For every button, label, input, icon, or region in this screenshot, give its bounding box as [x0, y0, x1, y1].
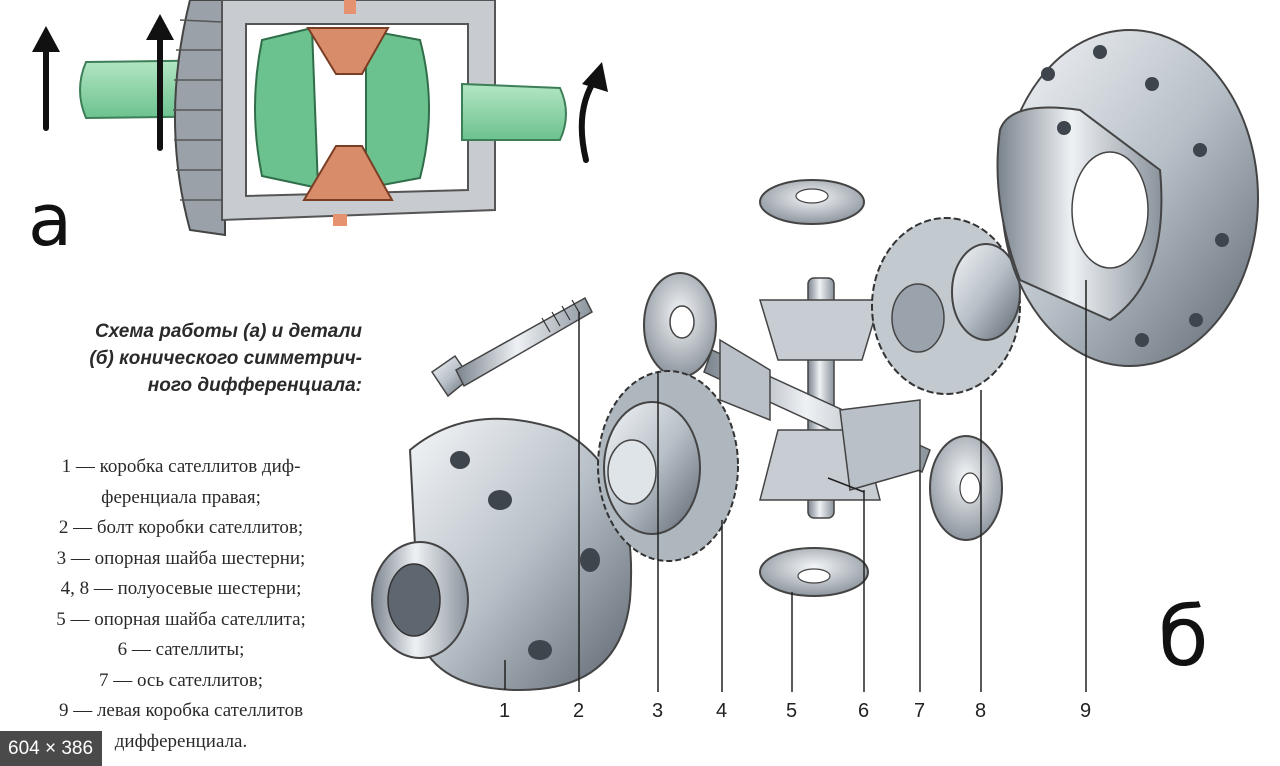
legend-line: 6 — сателлиты;: [117, 639, 245, 660]
part-4-side-gear: [597, 370, 739, 562]
label-a: а: [28, 178, 73, 262]
part-number-1: 1: [499, 700, 511, 722]
top-pinion: [306, 27, 390, 75]
legend-line: 9 — левая коробка сателлитов: [58, 700, 304, 721]
part-number-5: 5: [786, 700, 798, 722]
part-number-4: 4: [716, 700, 728, 722]
legend-line: 1 — коробка сателлитов диф-: [61, 456, 301, 477]
caption: Схема работы (а) и детали (б) коническог…: [0, 318, 362, 399]
legend-line: 3 — опорная шайба шестерни;: [56, 547, 306, 569]
legend-line: 7 — ось сателлитов;: [98, 669, 264, 691]
legend-line: дифференциала.: [114, 730, 248, 752]
right-axle-shaft: [461, 82, 567, 141]
caption-line: ного дифференциала:: [147, 375, 362, 396]
label-b: б: [1158, 590, 1209, 685]
legend-line: 5 — опорная шайба сателлита;: [56, 608, 306, 630]
exploded-parts-b: [371, 29, 1259, 692]
scheme-a: [32, 0, 608, 237]
caption-line: (б) конического симметрич-: [89, 348, 362, 369]
part-number-7: 7: [914, 700, 926, 722]
left-side-gear: [254, 26, 320, 190]
part-number-8: 8: [975, 700, 987, 722]
part-6-7-pinions-axle: [703, 277, 931, 519]
part-1-right-carrier: [371, 417, 633, 692]
part-9-left-carrier: [996, 29, 1259, 367]
legend-line: 4, 8 — полуосевые шестерни;: [60, 578, 302, 599]
part-8-side-gear: [871, 217, 1021, 395]
leader-lines: [504, 280, 1087, 692]
part-2-bolt: [430, 296, 593, 398]
legend-line: 2 — болт коробки сателлитов;: [58, 517, 304, 538]
part-number-6: 6: [858, 700, 870, 722]
part-3-gear-washer: [643, 272, 717, 378]
caption-line: Схема работы (а) и детали: [94, 321, 362, 342]
carrier-frame: [221, 0, 496, 222]
right-side-gear: [365, 28, 430, 190]
part-number-9: 9: [1080, 700, 1092, 722]
parts-legend: 1 — коробка сателлитов диф- ференциала п…: [0, 452, 362, 757]
image-size-badge: 604 × 386: [0, 731, 102, 766]
ring-gear: [174, 0, 226, 237]
bottom-pinion: [302, 145, 394, 201]
part-number-2: 2: [573, 700, 585, 722]
part-5-pinion-washers: [759, 179, 1003, 597]
part-number-3: 3: [652, 700, 664, 722]
legend-line: ференциала правая;: [101, 486, 261, 508]
